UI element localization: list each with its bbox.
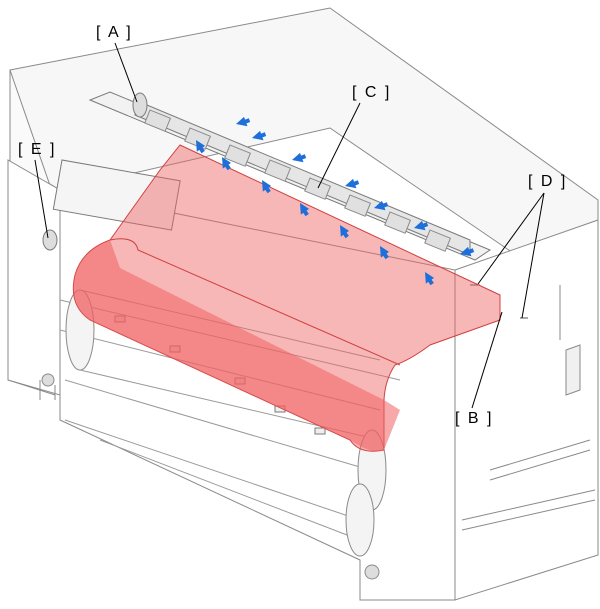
leader-lines — [34, 42, 545, 409]
leader-d1 — [477, 192, 545, 285]
leader-b — [471, 311, 503, 409]
arrow-group — [196, 116, 475, 286]
callout-e: [ E ] — [18, 141, 57, 158]
blue-arrow-icon — [374, 200, 389, 211]
blue-arrow-icon — [380, 246, 390, 260]
leader-c — [317, 102, 361, 189]
blue-arrow-icon — [292, 152, 307, 163]
blue-arrow-icon — [252, 130, 267, 141]
blue-arrow-icon — [460, 246, 475, 257]
blue-arrow-icon — [262, 180, 272, 194]
callout-c: [ C ] — [352, 84, 392, 101]
blue-arrow-icon — [345, 178, 360, 189]
blue-arrow-icon — [196, 140, 206, 154]
blue-arrow-icon — [300, 203, 310, 217]
blue-arrow-icon — [340, 225, 350, 239]
leader-e — [34, 159, 49, 239]
carriage-rail — [42, 91, 528, 319]
leader-d2 — [521, 192, 545, 319]
blue-arrow-icon — [236, 116, 251, 127]
blue-arrow-icon — [414, 220, 429, 231]
callout-d: [ D ] — [528, 173, 568, 190]
callout-b: [ B ] — [455, 410, 494, 427]
blue-arrow-icon — [425, 272, 435, 286]
blue-arrow-icon — [222, 157, 232, 171]
media-sheet — [72, 144, 501, 452]
leader-a — [114, 42, 138, 103]
callout-a: [ A ] — [96, 24, 133, 41]
